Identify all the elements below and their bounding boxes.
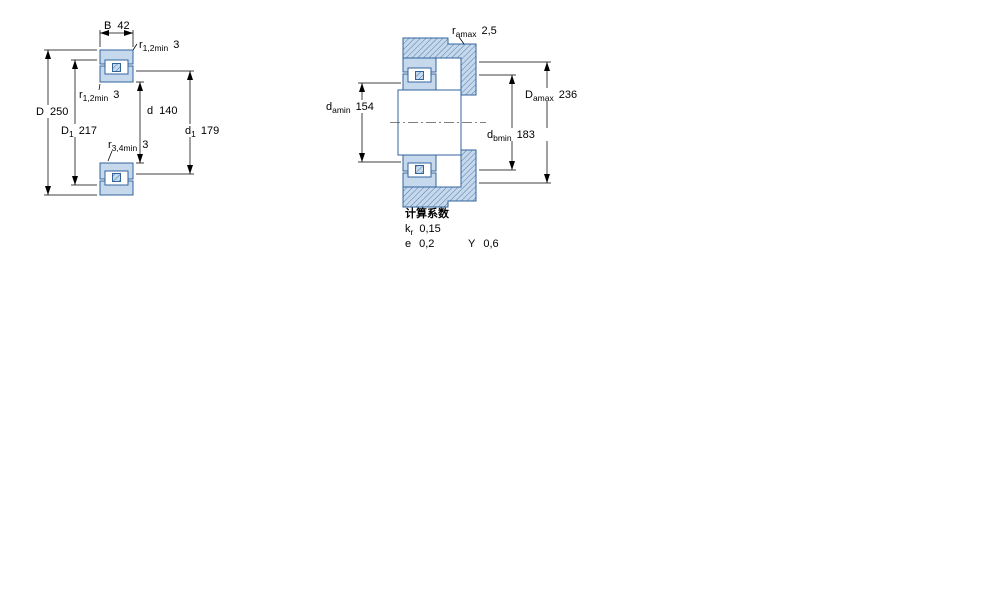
factors-title: 计算系数 (405, 206, 450, 220)
cage-roller-section-bottom-icon (415, 165, 424, 174)
inner-ring-bottom (99, 162, 134, 180)
cage-roller-section-top-icon (112, 63, 121, 72)
cage-roller-section-bottom-icon (112, 173, 121, 182)
label-background (484, 128, 549, 141)
inner-ring-top (99, 65, 134, 83)
cage-roller-section-top-icon (415, 71, 424, 80)
inner-ring-top (402, 73, 437, 91)
leader-line (458, 36, 465, 45)
label-background (58, 124, 100, 137)
leader-line (107, 150, 113, 162)
label-background (522, 88, 589, 101)
leader-line (132, 43, 138, 51)
label-background (323, 100, 388, 113)
label-background (33, 105, 72, 118)
inner-ring-bottom (402, 154, 437, 172)
leader-line (98, 83, 101, 91)
label-background (182, 124, 222, 137)
